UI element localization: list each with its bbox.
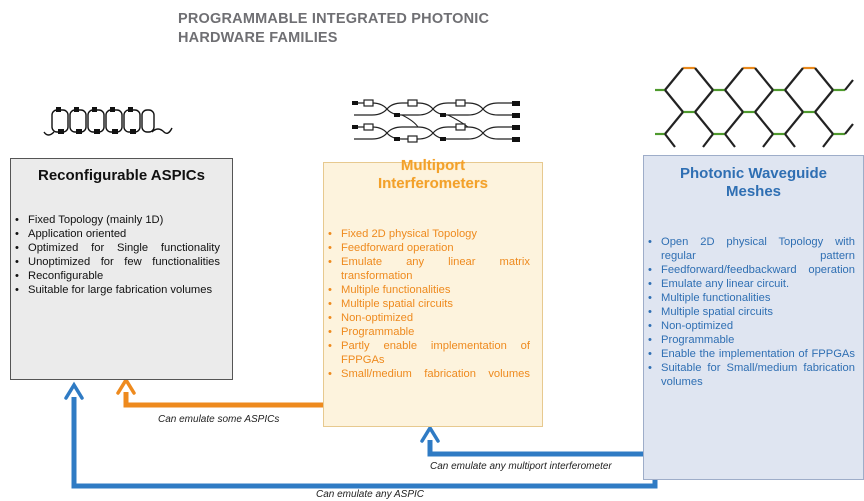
- list-item: Application oriented: [11, 227, 232, 241]
- orange-arrowhead: [116, 376, 136, 395]
- list-item: Small/medium fabrication volumes: [324, 367, 542, 381]
- blue-arrowhead-aspic: [64, 381, 84, 400]
- list-item: Emulate any linear matrix transformation: [324, 255, 542, 283]
- list-item: Feedforward/feedbackward operation: [644, 263, 863, 277]
- mesh-panel-title: Photonic Waveguide Meshes: [644, 165, 863, 201]
- aspic-feature-list: Fixed Topology (mainly 1D) Application o…: [11, 213, 232, 297]
- list-item: Programmable: [644, 333, 863, 347]
- list-item: Multiple functionalities: [644, 291, 863, 305]
- blue-arrow-multiport: [427, 440, 643, 457]
- list-item: Open 2D physical Topology with regular p…: [644, 235, 863, 263]
- blue-arrow-multiport-caption: Can emulate any multiport interferometer: [430, 461, 612, 472]
- list-item: Fixed Topology (mainly 1D): [11, 213, 232, 227]
- list-item: Non-optimized: [324, 311, 542, 325]
- list-item: Fixed 2D physical Topology: [324, 227, 542, 241]
- list-item: Multiple spatial circuits: [324, 297, 542, 311]
- list-item: Feedforward operation: [324, 241, 542, 255]
- aspic-circuit-icon: [43, 107, 173, 136]
- aspic-panel-title: Reconfigurable ASPICs: [38, 167, 205, 184]
- hexagonal-mesh-icon: [655, 66, 854, 148]
- blue-arrowhead-multiport: [420, 424, 440, 443]
- list-item: Enable the implementation of FPPGAs: [644, 347, 863, 361]
- mesh-title-line-2: Meshes: [725, 183, 782, 200]
- list-item: Emulate any linear circuit.: [644, 277, 863, 291]
- orange-arrow: [123, 392, 323, 408]
- orange-arrow-caption: Can emulate some ASPICs: [158, 414, 280, 425]
- blue-arrow-aspic: [71, 397, 658, 489]
- mesh-panel: Photonic Waveguide Meshes Open 2D physic…: [643, 155, 864, 480]
- list-item: Optimized for Single functionality: [11, 241, 232, 255]
- list-item: Suitable for Small/medium fabrication vo…: [644, 361, 863, 389]
- diagram-title: PROGRAMMABLE INTEGRATED PHOTONIC HARDWAR…: [178, 10, 558, 48]
- title-line-2: HARDWARE FAMILIES: [178, 30, 338, 46]
- blue-arrow-aspic-caption: Can emulate any ASPIC: [316, 489, 425, 500]
- list-item: Non-optimized: [644, 319, 863, 333]
- title-line-1: PROGRAMMABLE INTEGRATED PHOTONIC: [178, 11, 490, 27]
- list-item: Partly enable implementation of FPPGAs: [324, 339, 542, 367]
- list-item: Reconfigurable: [11, 269, 232, 283]
- multiport-title-line-1: Multiport: [400, 157, 466, 174]
- list-item: Suitable for large fabrication volumes: [11, 283, 232, 297]
- multiport-circuit-icon: [352, 99, 520, 143]
- list-item: Multiple spatial circuits: [644, 305, 863, 319]
- multiport-feature-list: Fixed 2D physical Topology Feedforward o…: [324, 227, 542, 381]
- list-item: Unoptimized for few functionalities: [11, 255, 232, 269]
- multiport-title-line-2: Interferometers: [377, 175, 489, 192]
- list-item: Multiple functionalities: [324, 283, 542, 297]
- multiport-panel: Multiport Interferometers Fixed 2D physi…: [323, 157, 543, 427]
- aspic-panel: Reconfigurable ASPICs Fixed Topology (ma…: [10, 158, 233, 380]
- mesh-title-line-1: Photonic Waveguide: [680, 165, 827, 182]
- mesh-feature-list: Open 2D physical Topology with regular p…: [644, 235, 863, 389]
- list-item: Programmable: [324, 325, 542, 339]
- multiport-panel-title: Multiport Interferometers: [324, 157, 542, 193]
